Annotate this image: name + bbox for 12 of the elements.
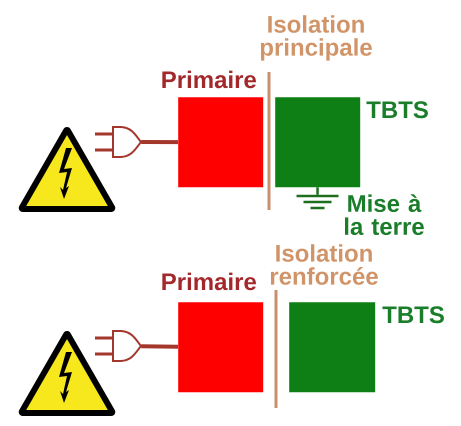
power-cord bbox=[141, 344, 178, 349]
power-cord bbox=[141, 140, 178, 144]
insulation-label: Isolation principale bbox=[260, 15, 372, 61]
ground-wire bbox=[316, 187, 319, 195]
block-label: TBTS bbox=[366, 101, 428, 118]
block-label: Primaire bbox=[162, 272, 256, 290]
plug-icon bbox=[94, 330, 142, 362]
plug-icon bbox=[94, 126, 142, 158]
ground-label: Mise à la terre bbox=[344, 194, 424, 236]
block-label: TBTS bbox=[382, 306, 444, 324]
insulation-label: Isolation renforcée bbox=[270, 244, 378, 285]
block-label: Primaire bbox=[162, 70, 256, 88]
